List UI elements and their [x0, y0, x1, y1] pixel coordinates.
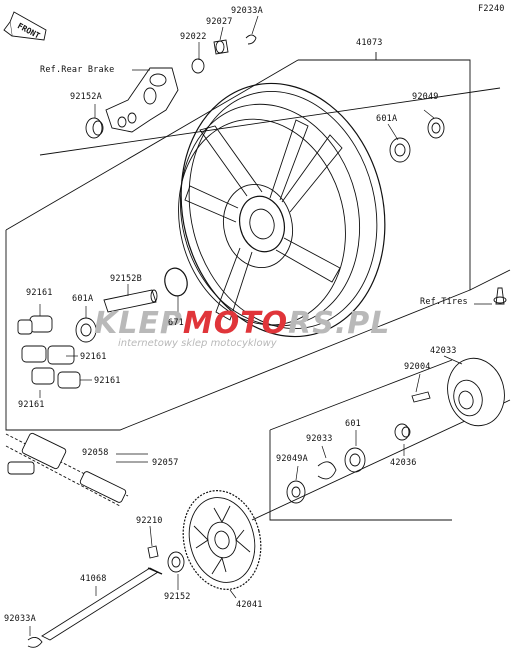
- label-601: 601: [345, 419, 361, 429]
- collar-92152a: [85, 117, 104, 139]
- stud-92004: [411, 391, 431, 403]
- figure-code: F2240: [478, 4, 505, 14]
- coupling-42033: [447, 357, 505, 427]
- tire-valve: [493, 287, 507, 305]
- label-92027: 92027: [206, 17, 233, 27]
- bearing-601: [344, 447, 366, 473]
- spacer-92152b: [103, 289, 158, 313]
- label-41068: 41068: [80, 574, 107, 584]
- wheel-assembly-frame: [5, 52, 511, 431]
- collar-92022: [191, 58, 205, 74]
- label-92152: 92152: [164, 592, 191, 602]
- bearing-601a-left: [75, 317, 97, 343]
- caliper-bracket: [105, 67, 179, 133]
- leader-lines: [29, 15, 492, 636]
- label-92057: 92057: [152, 458, 179, 468]
- circlip-92033: [317, 461, 337, 480]
- label-92210: 92210: [136, 516, 163, 526]
- label-92161-d: 92161: [18, 400, 45, 410]
- label-92058: 92058: [82, 448, 109, 458]
- label-92004: 92004: [404, 362, 431, 372]
- circlip-92033a-top: [245, 34, 257, 45]
- label-92161-c: 92161: [94, 376, 121, 386]
- label-41073: 41073: [356, 38, 383, 48]
- label-92152a: 92152A: [70, 92, 102, 102]
- label-92161-a: 92161: [26, 288, 53, 298]
- label-601a-hub: 601A: [376, 114, 398, 124]
- watermark-brand-tail: RS.PL: [288, 306, 391, 341]
- bushing-92027: [213, 39, 229, 55]
- watermark-brand-red: MOTO: [182, 306, 289, 341]
- label-42033: 42033: [430, 346, 457, 356]
- nut-92210: [147, 545, 159, 559]
- oil-seal-92049a: [286, 480, 306, 504]
- label-92049: 92049: [412, 92, 439, 102]
- rear-sprocket-42041: [182, 490, 262, 590]
- watermark-logo: KLEPMOTORS.PL: [94, 306, 390, 341]
- axle-41068: [41, 567, 163, 641]
- label-92033a-top: 92033A: [231, 6, 263, 16]
- collar-92152: [167, 551, 185, 573]
- drive-chain: [5, 432, 129, 507]
- label-42041: 42041: [236, 600, 263, 610]
- label-671: 671: [168, 318, 184, 328]
- label-42036: 42036: [390, 458, 417, 468]
- watermark-tagline: internetowy sklep motocyklowy: [118, 338, 277, 349]
- label-92161-b: 92161: [80, 352, 107, 362]
- label-92049a: 92049A: [276, 454, 308, 464]
- label-ref-tires: Ref.Tires: [420, 297, 468, 307]
- label-601a-left: 601A: [72, 294, 94, 304]
- label-ref-rear-brake: Ref.Rear Brake: [40, 65, 115, 75]
- cotter-pin-92033a: [27, 637, 43, 648]
- hub-bearing-601a: [389, 137, 411, 163]
- label-92152b: 92152B: [110, 274, 142, 284]
- watermark-brand-grey: KLEP: [94, 306, 183, 341]
- front-arrow-icon: FRONT: [3, 11, 47, 41]
- label-92033a-bottom: 92033A: [4, 614, 36, 624]
- label-92022: 92022: [180, 32, 207, 42]
- collar-42036: [394, 423, 411, 441]
- o-ring-671: [164, 267, 188, 297]
- damper-rubbers-92161: [17, 315, 81, 389]
- rear-wheel-rim: [178, 82, 386, 338]
- label-92033: 92033: [306, 434, 333, 444]
- oil-seal-92049: [427, 117, 445, 139]
